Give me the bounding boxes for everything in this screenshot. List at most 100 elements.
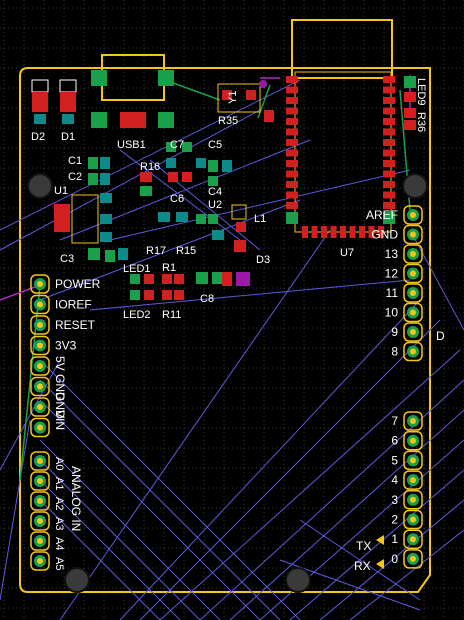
label-xtal: Y1 [227, 91, 239, 104]
analog-header-pads[interactable] [30, 451, 50, 571]
analog-pad[interactable] [30, 531, 50, 551]
rx-label: RX [354, 559, 371, 573]
led9-r36[interactable] [404, 76, 416, 130]
left-header-pad[interactable] [30, 376, 50, 397]
label-c3: C3 [60, 253, 74, 265]
right-upper-label: 13 [385, 247, 399, 261]
led-resistor-group[interactable] [130, 274, 184, 300]
right-lower-label: 5 [391, 453, 398, 467]
rx-indicator [376, 559, 384, 569]
crystal[interactable] [217, 80, 274, 122]
analog-pad[interactable] [30, 471, 50, 491]
right-upper-pad[interactable] [403, 205, 423, 225]
left-header-label: 5V [53, 356, 67, 371]
analog-pad[interactable] [30, 451, 50, 471]
u7-bottom-pads [302, 226, 384, 238]
right-lower-label: 0 [391, 552, 398, 566]
label-led9: LED9 [415, 78, 427, 106]
left-header-label: POWER [55, 277, 101, 291]
diode-d1[interactable] [59, 79, 77, 124]
analog-pad[interactable] [30, 491, 50, 511]
label-c8: C8 [200, 293, 214, 305]
ic-u1[interactable] [54, 193, 112, 244]
right-lower-pad[interactable] [403, 529, 423, 549]
tx-label: TX [356, 539, 371, 553]
left-header-pad[interactable] [30, 294, 50, 315]
label-d2: D2 [31, 131, 45, 143]
left-header-pad[interactable] [30, 417, 50, 438]
analog-in-label: ANALOG IN [69, 466, 83, 531]
left-header-pad[interactable] [30, 356, 50, 376]
right-lower-label: 3 [391, 493, 398, 507]
label-u1: U1 [54, 185, 68, 197]
right-lower-pad[interactable] [403, 549, 423, 569]
right-lower-pad[interactable] [403, 490, 423, 510]
right-upper-label: 11 [386, 286, 399, 300]
left-header-label: RESET [55, 318, 96, 332]
right-upper-pad[interactable] [403, 224, 423, 245]
u7-left-pads [286, 76, 298, 209]
right-lower-header-pads[interactable] [403, 411, 423, 569]
label-l1: L1 [254, 213, 266, 225]
right-lower-label: 7 [391, 414, 398, 428]
diode-d2[interactable] [31, 79, 49, 124]
analog-pin-label: A4 [53, 537, 65, 550]
right-lower-label: 4 [391, 473, 398, 487]
left-header-pad[interactable] [30, 397, 50, 417]
right-lower-pad[interactable] [403, 470, 423, 490]
left-header-pad[interactable] [30, 274, 50, 294]
analog-pin-label: A0 [53, 457, 65, 470]
right-upper-label: 9 [391, 325, 398, 339]
right-upper-pad[interactable] [403, 322, 423, 342]
right-upper-label: 12 [385, 267, 399, 281]
right-upper-pad[interactable] [403, 341, 423, 362]
left-header-label: VIN [53, 410, 67, 430]
label-r15: R15 [176, 245, 196, 257]
right-upper-header-pads[interactable] [403, 205, 423, 362]
analog-pin-label: A3 [53, 517, 65, 530]
label-d1: D1 [61, 131, 75, 143]
label-r36: R36 [415, 112, 427, 132]
analog-pin-label: A5 [53, 557, 65, 570]
designator-labels: D2 D1 USB1 C7 C5 R35 Y1 LED9 R36 C1 C2 R… [31, 78, 427, 321]
label-usb1: USB1 [117, 139, 146, 151]
right-lower-pad[interactable] [403, 430, 423, 451]
left-header-label: 3V3 [55, 339, 77, 353]
tx-indicator [376, 535, 384, 545]
right-lower-pad[interactable] [403, 450, 423, 471]
label-c7: C7 [170, 139, 184, 151]
right-upper-label: AREF [366, 208, 398, 222]
left-header-pad[interactable] [30, 315, 50, 335]
usb-connector[interactable] [91, 70, 174, 128]
module-u7[interactable] [286, 71, 395, 238]
right-upper-pad[interactable] [403, 302, 423, 323]
left-header-pad[interactable] [30, 335, 50, 356]
right-lower-label: 1 [391, 532, 398, 546]
passive-components[interactable] [88, 142, 250, 286]
right-upper-label: 10 [385, 306, 399, 320]
right-lower-pad[interactable] [403, 411, 423, 431]
right-upper-label: 8 [391, 345, 398, 359]
left-header-pads[interactable] [30, 274, 50, 438]
u7-right-pads [383, 76, 395, 209]
left-header-label: GND [53, 374, 67, 401]
right-lower-label: 6 [391, 434, 398, 448]
right-upper-label: GND [371, 228, 398, 242]
analog-pad[interactable] [30, 551, 50, 571]
label-c4: C4 [208, 186, 222, 198]
label-d3: D3 [256, 254, 270, 266]
right-lower-pad[interactable] [403, 509, 423, 530]
analog-pad[interactable] [30, 511, 50, 531]
label-led1: LED1 [123, 263, 151, 275]
right-upper-pad[interactable] [403, 244, 423, 264]
label-u2: U2 [208, 199, 222, 211]
label-r1: R1 [162, 262, 176, 274]
left-header-label: IOREF [55, 298, 92, 312]
label-r16: R16 [140, 161, 160, 173]
right-upper-pad[interactable] [403, 263, 423, 284]
right-upper-pad[interactable] [403, 283, 423, 303]
